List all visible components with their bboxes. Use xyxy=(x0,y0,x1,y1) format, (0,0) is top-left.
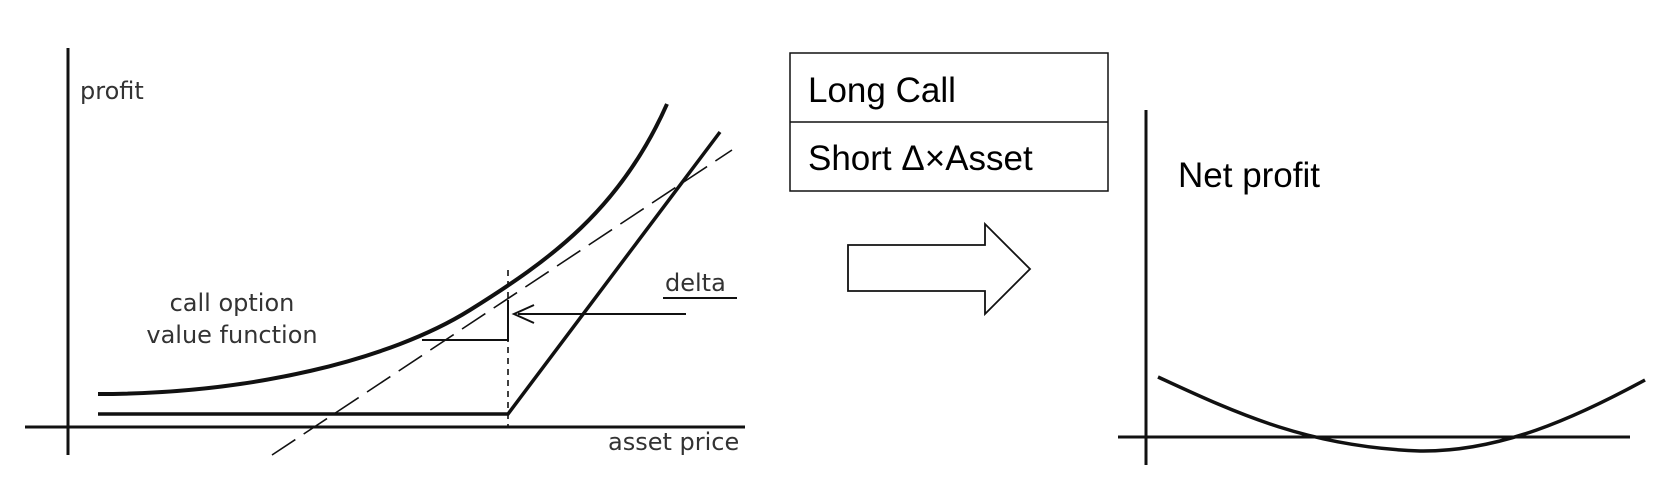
right-y-axis-label: Net profit xyxy=(1178,156,1320,195)
left-x-axis-label: asset price xyxy=(608,428,739,456)
right-diagram: Net profit xyxy=(1118,110,1646,465)
legend-row-long-call: Long Call xyxy=(808,71,956,110)
delta-tangent-line xyxy=(271,149,733,456)
call-value-curve xyxy=(97,103,669,396)
net-profit-curve xyxy=(1157,375,1646,453)
left-diagram: profit asset price call option value fun… xyxy=(25,48,745,456)
curve-label-line1: call option xyxy=(170,289,295,317)
legend-row-short-delta-asset: Short Δ×Asset xyxy=(808,139,1033,178)
curve-label-line2: value function xyxy=(146,321,317,349)
slope-triangle xyxy=(422,300,509,341)
position-legend-box: Long Call Short Δ×Asset xyxy=(789,52,1109,192)
right-arrow-icon xyxy=(847,221,1032,317)
delta-arrow-head xyxy=(511,304,535,324)
delta-label: delta xyxy=(665,269,726,297)
left-y-axis-label: profit xyxy=(80,77,144,105)
